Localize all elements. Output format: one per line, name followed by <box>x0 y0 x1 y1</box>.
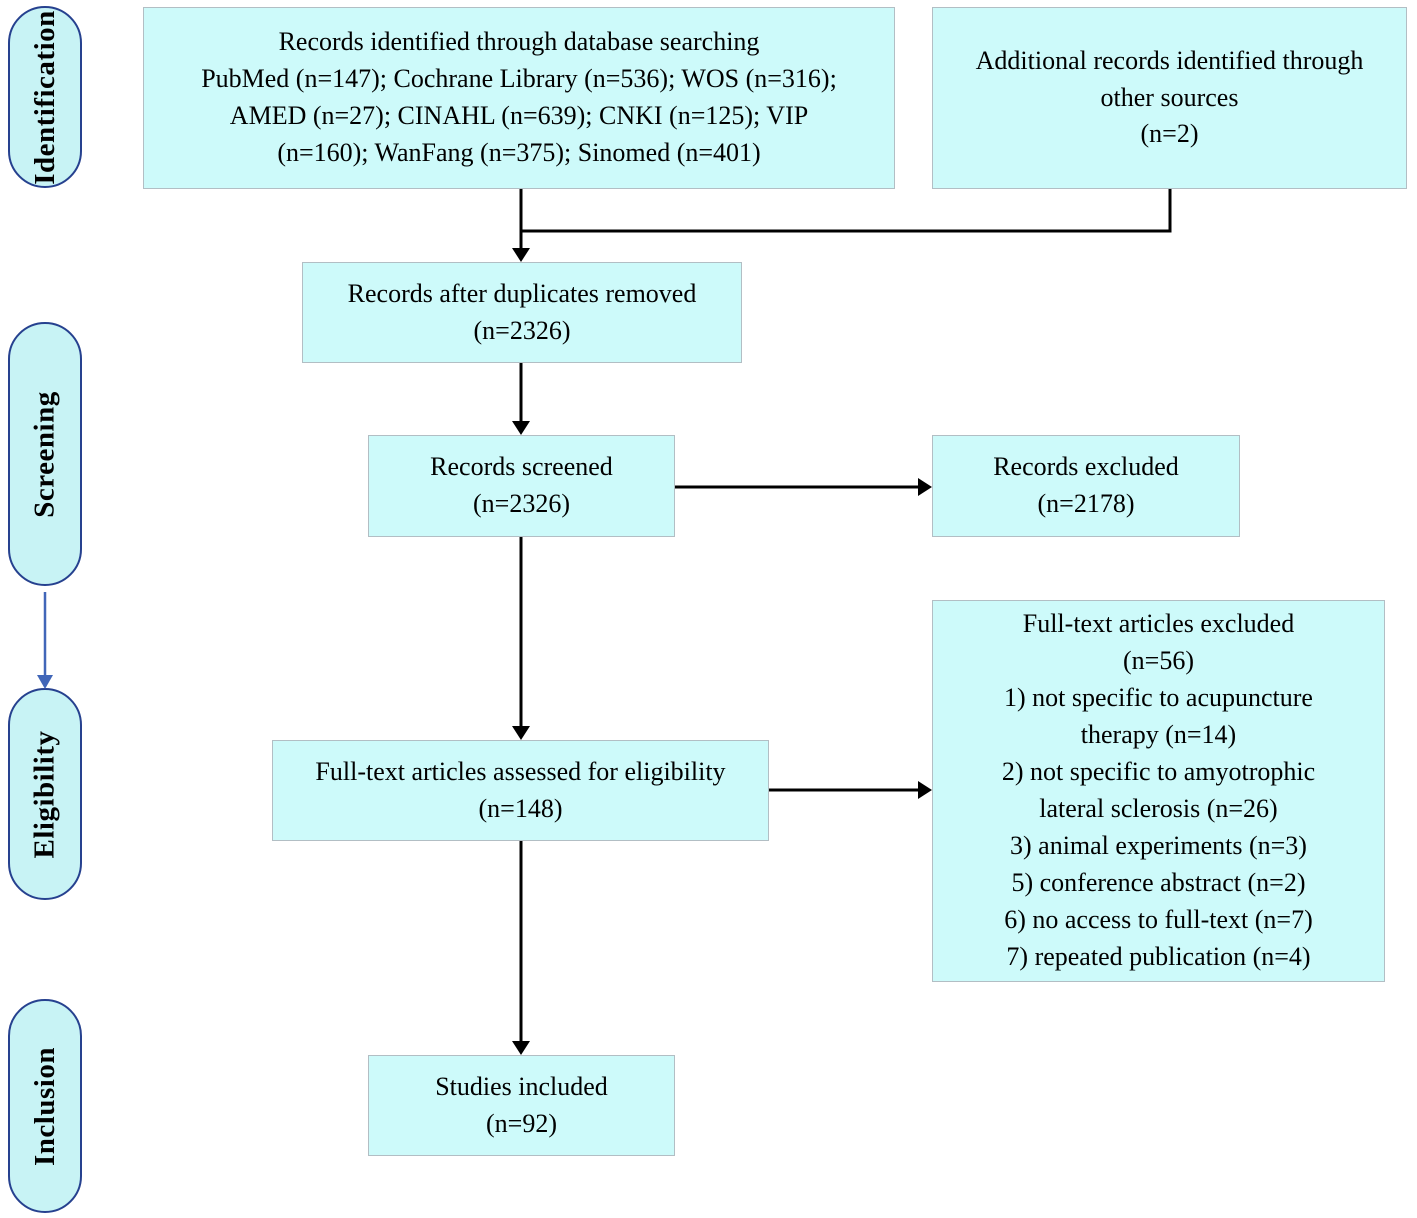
arrow-head <box>512 726 530 740</box>
stage-arrow-head <box>37 675 53 689</box>
box-fulltext-excluded: Full-text articles excluded (n=56) 1) no… <box>932 600 1385 982</box>
box-records-identified: Records identified through database sear… <box>143 7 895 189</box>
stage-label-inclusion: Inclusion <box>28 1046 61 1166</box>
arrow-screened-to-excluded <box>675 478 932 496</box>
box-records-excluded: Records excluded (n=2178) <box>932 435 1240 537</box>
arrow-fulltext-to-excluded <box>769 781 932 799</box>
arrow-merge-head <box>512 248 530 262</box>
box-duplicates-removed: Records after duplicates removed (n=2326… <box>302 262 742 363</box>
arrow-duplicates-to-screened <box>512 363 530 435</box>
arrow-merge-identified-and-additional <box>512 189 1172 262</box>
stage-pill-identification: Identification <box>8 6 82 188</box>
stage-pill-inclusion: Inclusion <box>8 999 82 1213</box>
stage-label-eligibility: Eligibility <box>28 730 61 858</box>
arrow-screened-to-fulltext <box>512 537 530 740</box>
box-studies-included: Studies included (n=92) <box>368 1055 675 1156</box>
stage-label-screening: Screening <box>28 390 61 518</box>
arrow-head <box>918 478 932 496</box>
box-additional-records: Additional records identified through ot… <box>932 7 1407 189</box>
arrow-head <box>512 1041 530 1055</box>
box-records-screened: Records screened (n=2326) <box>368 435 675 537</box>
arrow-head <box>512 421 530 435</box>
arrow-fulltext-to-included <box>512 841 530 1055</box>
stage-pill-eligibility: Eligibility <box>8 688 82 900</box>
stage-pill-screening: Screening <box>8 322 82 586</box>
arrow-screening-to-eligibility <box>37 592 53 689</box>
arrow-head <box>918 781 932 799</box>
stage-label-identification: Identification <box>28 9 61 185</box>
box-fulltext-assessed: Full-text articles assessed for eligibil… <box>272 740 769 841</box>
arrow-merge-elbow <box>521 189 1172 233</box>
